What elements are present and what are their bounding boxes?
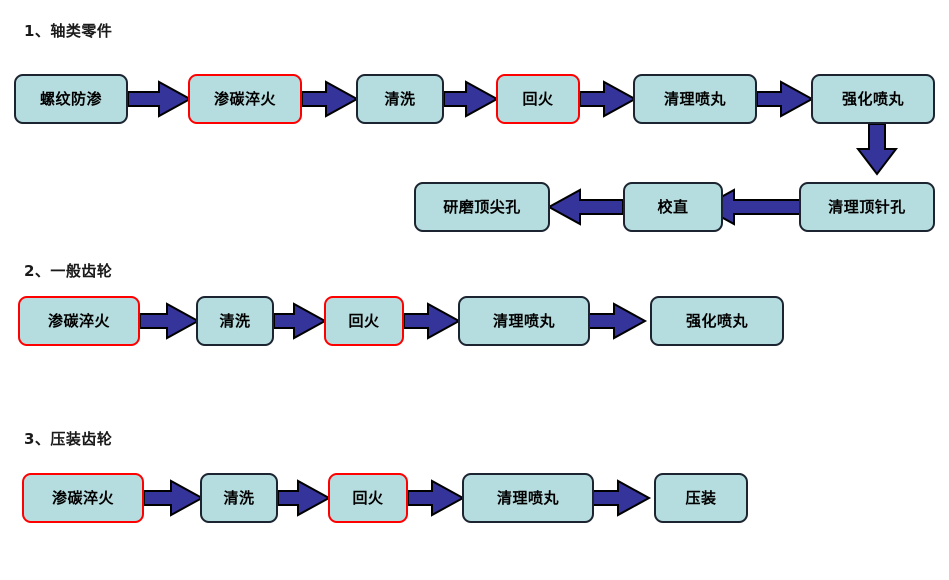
node-r2-hui-huo[interactable]: 回火: [324, 296, 404, 346]
arrow-right-icon: [588, 302, 648, 340]
node-qing-xi[interactable]: 清洗: [356, 74, 444, 124]
arrow-right-icon: [127, 80, 193, 118]
arrow-right-icon: [301, 80, 360, 118]
node-label: 回火: [352, 488, 384, 507]
node-label: 清洗: [223, 488, 255, 507]
node-label: 清理喷丸: [492, 311, 555, 330]
arrow-right-icon: [403, 302, 462, 340]
arrow-right-icon: [756, 80, 815, 118]
node-label: 研磨顶尖孔: [443, 197, 521, 216]
arrow-right-icon: [273, 302, 328, 340]
section-heading-shaft-parts: 1、轴类零件: [24, 22, 113, 40]
node-label: 清理顶针孔: [828, 197, 906, 216]
node-label: 清洗: [219, 311, 251, 330]
node-yan-mo-ding-jian-kong[interactable]: 研磨顶尖孔: [414, 182, 550, 232]
node-label: 清洗: [384, 89, 416, 108]
arrow-down-icon: [855, 123, 899, 176]
arrow-right-icon: [277, 479, 332, 517]
node-r3-hui-huo[interactable]: 回火: [328, 473, 408, 523]
arrow-right-icon: [592, 479, 652, 517]
node-label: 压装: [685, 488, 717, 507]
node-r2-qing-li-pen-wan[interactable]: 清理喷丸: [458, 296, 590, 346]
arrow-right-icon: [579, 80, 638, 118]
node-label: 校直: [657, 197, 689, 216]
node-label: 清理喷丸: [663, 89, 726, 108]
node-hui-huo[interactable]: 回火: [496, 74, 580, 124]
section-heading-press-fit-gear: 3、压装齿轮: [24, 430, 113, 448]
node-label: 回火: [522, 89, 554, 108]
node-qiang-hua-pen-wan[interactable]: 强化喷丸: [811, 74, 935, 124]
node-luo-wen-fang-shen[interactable]: 螺纹防渗: [14, 74, 128, 124]
node-qing-li-ding-zhen-kong[interactable]: 清理顶针孔: [799, 182, 935, 232]
arrow-right-icon: [443, 80, 500, 118]
arrow-right-icon: [407, 479, 466, 517]
node-shen-tan-cui-huo[interactable]: 渗碳淬火: [188, 74, 302, 124]
node-r3-qing-li-pen-wan[interactable]: 清理喷丸: [462, 473, 594, 523]
node-label: 渗碳淬火: [47, 311, 110, 330]
node-label: 螺纹防渗: [39, 89, 102, 108]
node-r2-qing-xi[interactable]: 清洗: [196, 296, 274, 346]
node-label: 强化喷丸: [685, 311, 748, 330]
section-heading-general-gear: 2、一般齿轮: [24, 262, 113, 280]
node-label: 渗碳淬火: [213, 89, 276, 108]
node-r3-shen-tan-cui-huo[interactable]: 渗碳淬火: [22, 473, 144, 523]
node-r2-qiang-hua-pen-wan[interactable]: 强化喷丸: [650, 296, 784, 346]
node-label: 清理喷丸: [496, 488, 559, 507]
node-label: 强化喷丸: [841, 89, 904, 108]
node-label: 渗碳淬火: [51, 488, 114, 507]
node-jiao-zhi[interactable]: 校直: [623, 182, 723, 232]
node-r3-ya-zhuang[interactable]: 压装: [654, 473, 748, 523]
arrow-right-icon: [143, 479, 205, 517]
node-r3-qing-xi[interactable]: 清洗: [200, 473, 278, 523]
node-label: 回火: [348, 311, 380, 330]
arrow-right-icon: [139, 302, 201, 340]
arrow-left-icon: [546, 188, 624, 226]
node-qing-li-pen-wan[interactable]: 清理喷丸: [633, 74, 757, 124]
node-r2-shen-tan-cui-huo[interactable]: 渗碳淬火: [18, 296, 140, 346]
